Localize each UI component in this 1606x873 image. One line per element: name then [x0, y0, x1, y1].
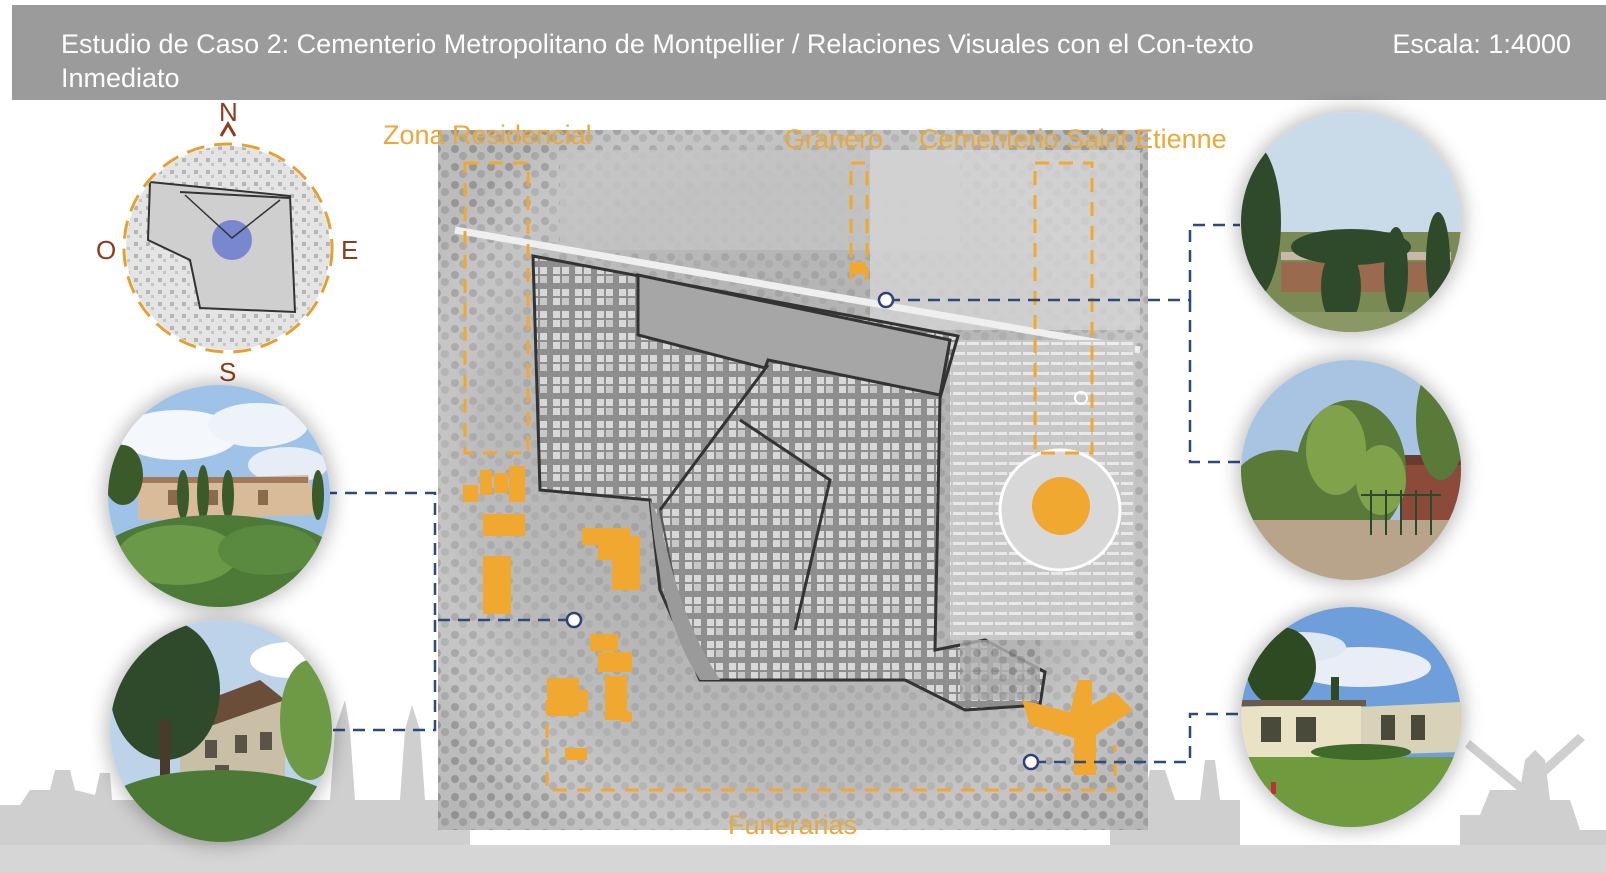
line-to-residential-photo — [330, 491, 570, 622]
compass-west: O — [96, 235, 117, 265]
viewpoint-marker-north — [877, 291, 895, 309]
line-to-saint-etienne-photo — [888, 223, 1240, 302]
photo-saint-etienne-cemetery — [1241, 112, 1461, 332]
zone-residencial-outline — [463, 161, 530, 455]
saint-etienne-outline — [1033, 161, 1094, 455]
funerarias-outline — [545, 700, 1117, 792]
photo-old-house — [110, 620, 332, 842]
photo-hedge-garden — [1241, 360, 1461, 580]
scale-label: Escala: 1:4000 — [1392, 29, 1571, 59]
line-to-old-house-photo — [330, 620, 437, 732]
line-to-hedge-photo — [1188, 300, 1240, 464]
label-zona-residencial: Zona Residencial — [383, 120, 592, 150]
compass-south: S — [219, 357, 237, 387]
page-title: Estudio de Caso 2: Cementerio Metropolit… — [61, 29, 1254, 93]
label-cementerio-saint-etienne: Cementerio Saint Etienne — [919, 124, 1227, 154]
header-band: Estudio de Caso 2: Cementerio Metropolit… — [12, 5, 1606, 100]
viewpoint-marker-west — [565, 611, 583, 629]
compass-north: N — [219, 97, 238, 127]
granero-outline — [849, 161, 869, 280]
label-funerarias: Funerarias — [728, 810, 858, 840]
photo-residential-building — [108, 385, 330, 607]
viewpoint-marker-south — [1022, 753, 1040, 771]
photo-funeral-home — [1241, 607, 1461, 827]
line-to-funeral-photo — [1034, 712, 1240, 764]
compass-east: E — [341, 235, 359, 265]
label-granero: Granero — [784, 124, 884, 154]
